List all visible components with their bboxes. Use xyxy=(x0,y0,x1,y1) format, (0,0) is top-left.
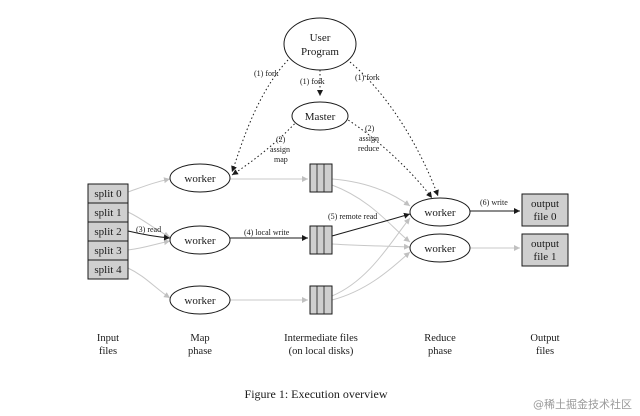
intermediate-file-box xyxy=(309,225,333,255)
assign-map-label: (2) xyxy=(276,135,286,144)
assign-map-label: map xyxy=(274,155,288,164)
fork-label-center: (1) fork xyxy=(300,77,325,86)
fork-line-reduce xyxy=(349,61,439,197)
flow-int1-reduce1 xyxy=(331,178,411,207)
edge-labels: (1) fork (1) fork (1) fork (2) assign ma… xyxy=(136,69,508,237)
read-label: (3) read xyxy=(136,225,161,234)
column-label-reduce: Reduce xyxy=(424,333,456,344)
read-line xyxy=(127,230,171,241)
user-program-label-line1: User xyxy=(310,32,331,44)
map-worker-label: worker xyxy=(184,173,215,185)
split-label: split 2 xyxy=(94,226,121,238)
map-worker-label: worker xyxy=(184,295,215,307)
split-label: split 3 xyxy=(94,245,122,257)
assign-reduce-label: (2) xyxy=(365,124,375,133)
split-label: split 4 xyxy=(94,264,122,276)
master-label: Master xyxy=(305,111,336,123)
map-workers: worker worker worker xyxy=(169,163,231,315)
reduce-worker-ellipse xyxy=(409,197,471,227)
map-worker-ellipse xyxy=(169,285,231,315)
user-program-node: User Program xyxy=(283,17,357,71)
column-label-input: files xyxy=(99,346,117,357)
map-worker-ellipse xyxy=(169,225,231,255)
fork-label-right: (1) fork xyxy=(355,73,380,82)
split-label: split 0 xyxy=(94,188,122,200)
intermediate-file-box xyxy=(309,163,333,193)
column-label-reduce: phase xyxy=(428,346,452,357)
figure-caption: Figure 1: Execution overview xyxy=(245,387,388,401)
output-files: output file 0 output file 1 xyxy=(521,193,569,267)
fork-line-worker1 xyxy=(231,59,289,173)
faint-flow-lines xyxy=(127,176,520,303)
reduce-worker-label: worker xyxy=(424,243,455,255)
assign-reduce-label: reduce xyxy=(358,144,380,153)
reduce-worker-label: worker xyxy=(424,207,455,219)
flow-split4-worker3 xyxy=(127,267,171,299)
column-label-output: Output xyxy=(530,333,559,344)
remote-read-label: (5) remote read xyxy=(328,212,377,221)
flow-int2-reduce2 xyxy=(331,243,411,250)
column-labels: Input files Map phase Intermediate files… xyxy=(97,333,560,357)
split-label: split 1 xyxy=(94,207,121,219)
column-label-input: Input xyxy=(97,333,119,344)
master-node: Master xyxy=(291,101,349,131)
flow-int1-reduce2 xyxy=(331,184,411,243)
column-label-intermediate: Intermediate files xyxy=(284,333,358,344)
watermark-text: @稀土掘金技术社区 xyxy=(533,397,632,411)
flow-split3-worker2 xyxy=(127,239,171,251)
reduce-workers: worker worker xyxy=(409,197,471,263)
output-file-label: output xyxy=(531,238,559,250)
map-worker-ellipse xyxy=(169,163,231,193)
remote-read-line xyxy=(331,212,411,237)
intermediate-files xyxy=(309,163,333,315)
main-flow-lines xyxy=(127,208,520,241)
assign-map-label: assign xyxy=(270,145,290,154)
reduce-worker-ellipse xyxy=(409,233,471,263)
write-label: (6) write xyxy=(480,198,508,207)
output-file-label: file 0 xyxy=(534,211,557,223)
user-program-label-line2: Program xyxy=(301,46,339,58)
column-label-intermediate: (on local disks) xyxy=(289,346,354,357)
map-worker-label: worker xyxy=(184,235,215,247)
split-box xyxy=(87,259,129,280)
output-file-label: output xyxy=(531,198,559,210)
intermediate-file-box xyxy=(309,285,333,315)
flow-int3-reduce2 xyxy=(331,251,411,301)
fork-label-left: (1) fork xyxy=(254,69,279,78)
master-ellipse xyxy=(291,101,349,131)
assign-map-line xyxy=(231,117,301,176)
control-lines xyxy=(231,59,439,199)
user-program-ellipse xyxy=(283,17,357,71)
column-label-map: phase xyxy=(188,346,212,357)
column-label-map: Map xyxy=(190,333,209,344)
input-splits: split 0 split 1 split 2 split 3 split 4 xyxy=(87,183,129,280)
assign-reduce-line xyxy=(344,117,433,199)
output-file-box xyxy=(521,193,569,227)
flow-int3-reduce1 xyxy=(331,217,411,297)
local-write-label: (4) local write xyxy=(244,228,290,237)
output-file-box xyxy=(521,233,569,267)
column-label-output: files xyxy=(536,346,554,357)
output-file-label: file 1 xyxy=(534,251,557,263)
flow-split0-worker1 xyxy=(127,177,171,193)
assign-reduce-label: assign xyxy=(359,134,379,143)
